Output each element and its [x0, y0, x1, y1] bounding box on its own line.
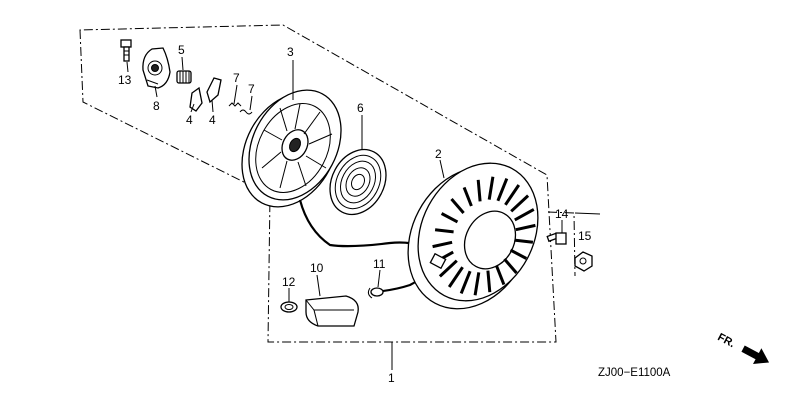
callout-11: 11 [373, 257, 386, 271]
case-vent-slot [515, 223, 536, 232]
callout-10: 10 [310, 261, 324, 275]
case-vent-slot [514, 238, 534, 244]
part-6-recoil-spring [329, 148, 387, 216]
callout-4-right: 4 [209, 113, 216, 127]
part-4-pawl-right [206, 77, 222, 104]
callout-12: 12 [282, 275, 296, 289]
part-5-spring [176, 70, 192, 84]
case-vent-slot [438, 259, 458, 278]
part-4-pawl-left [189, 86, 203, 112]
case-vent-slot [450, 198, 465, 214]
callout-7-right: 7 [248, 82, 255, 96]
direction-arrow-icon [741, 345, 770, 365]
callout-15: 15 [578, 229, 592, 243]
callout-7-left: 7 [233, 71, 240, 85]
case-vent-slot [514, 208, 535, 222]
case-vent-slot [495, 265, 506, 286]
callout-2: 2 [435, 147, 442, 161]
part-13-bolt [120, 39, 132, 62]
callout-1: 1 [388, 371, 395, 385]
callout-3: 3 [287, 45, 294, 59]
case-vent-slot [509, 248, 528, 260]
part-8-cam [142, 47, 171, 89]
callout-6: 6 [357, 101, 364, 115]
direction-label: FR. [716, 331, 737, 350]
case-vent-slot [476, 179, 482, 202]
part-12-washer [280, 301, 298, 313]
callout-13: 13 [118, 73, 132, 87]
case-vent-slot [487, 176, 495, 200]
callout-8: 8 [153, 99, 160, 113]
diagram-code: ZJ00−E1100A [598, 367, 671, 379]
callout-14: 14 [555, 207, 569, 221]
case-vent-slot [473, 272, 481, 296]
part-7-springs [228, 102, 253, 115]
front-direction-indicator: FR. [716, 331, 770, 365]
part-3-reel [241, 89, 342, 208]
case-vent-slot [462, 186, 473, 207]
callouts: 3 6 2 5 4 4 7 7 8 13 10 11 12 14 15 1 [118, 43, 592, 385]
case-vent-slot [486, 270, 492, 293]
case-vent-slot [447, 266, 464, 288]
case-vent-slot [440, 212, 459, 224]
part-15-nut [574, 251, 593, 272]
part-14-bolt [546, 232, 567, 245]
part-2-starter-case [407, 162, 539, 310]
case-vent-slot [510, 194, 530, 213]
case-vent-slot [504, 184, 521, 206]
case-vent-slot [459, 270, 472, 294]
case-vent-slot [432, 240, 453, 249]
part-11-knot [367, 287, 384, 299]
leader-lines [126, 56, 563, 370]
part-10-handle [305, 295, 359, 327]
callout-4-left: 4 [186, 113, 193, 127]
case-vent-slot [503, 258, 518, 274]
case-vent-slot [496, 178, 509, 202]
case-vent-slot [434, 228, 454, 234]
callout-5: 5 [178, 43, 185, 57]
assembly-boundary [79, 24, 601, 343]
